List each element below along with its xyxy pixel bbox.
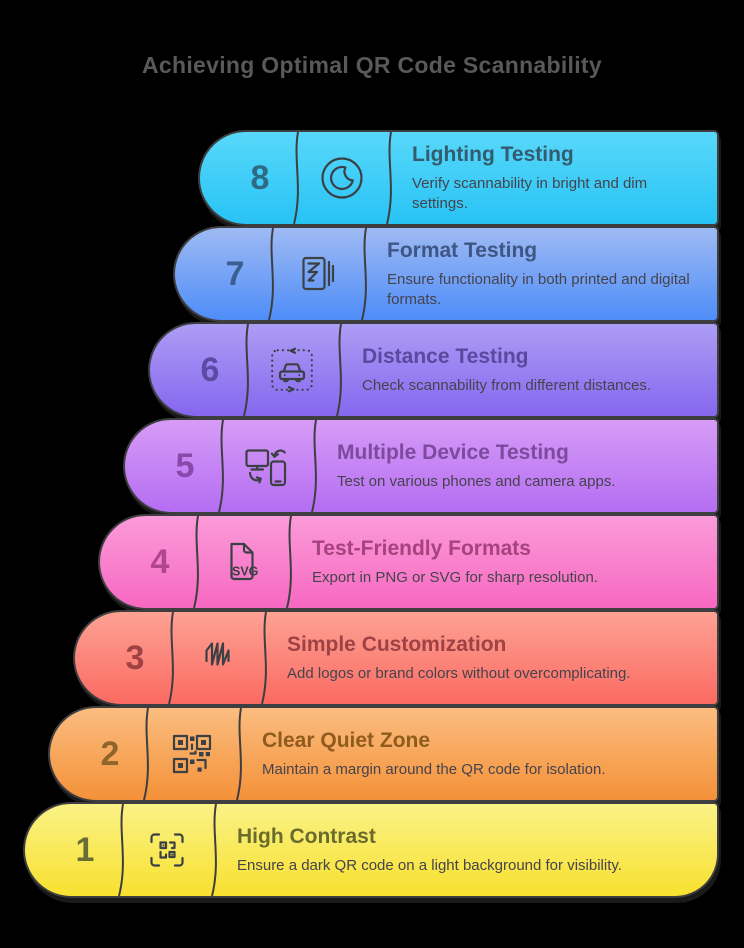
step-number: 2	[100, 734, 120, 773]
printed-digital-icon	[284, 228, 350, 320]
qr-code-icon	[159, 708, 225, 800]
step-bar: 5 Multiple Device Testing Test on variou…	[123, 418, 719, 514]
step-description: Add logos or brand colors without overco…	[287, 664, 631, 682]
step-text: Clear Quiet Zone Maintain a margin aroun…	[262, 708, 701, 800]
step-bar: 4 SVG Test-Friendly Formats Export in PN…	[98, 514, 719, 610]
step-bar: 2 Clear Quiet Zone Maintain a margin aro…	[48, 706, 719, 802]
step-number: 4	[150, 542, 170, 581]
step-row: 7 Format Testing Ensure functionality in…	[173, 226, 719, 322]
step-title: Test-Friendly Formats	[312, 536, 531, 560]
step-description: Ensure functionality in both printed and…	[387, 270, 690, 308]
svg-file-icon: SVG	[209, 516, 275, 608]
step-number: 5	[175, 446, 195, 485]
step-text: Simple Customization Add logos or brand …	[287, 612, 701, 704]
step-number: 8	[250, 158, 270, 197]
waveform-logo-icon	[184, 612, 250, 704]
step-title: Multiple Device Testing	[337, 440, 569, 464]
step-row: 1 High Contrast Ensure a dark QR code on…	[23, 802, 719, 898]
step-row: 8 Lighting Testing Verify scannability i…	[198, 130, 719, 226]
car-distance-icon	[259, 324, 325, 416]
step-number: 1	[75, 830, 95, 869]
step-description: Test on various phones and camera apps.	[337, 472, 616, 490]
step-row: 4 SVG Test-Friendly Formats Export in PN…	[98, 514, 719, 610]
step-bar: 6 Distance Testing Check scannability fr…	[148, 322, 719, 418]
step-row: 5 Multiple Device Testing Test on variou…	[123, 418, 719, 514]
page-title: Achieving Optimal QR Code Scannability	[142, 52, 602, 78]
step-text: Distance Testing Check scannability from…	[362, 324, 701, 416]
step-title: Lighting Testing	[412, 142, 574, 166]
step-bar: 7 Format Testing Ensure functionality in…	[173, 226, 719, 322]
step-text: High Contrast Ensure a dark QR code on a…	[237, 804, 701, 896]
step-description: Check scannability from different distan…	[362, 376, 652, 394]
step-bar: 8 Lighting Testing Verify scannability i…	[198, 130, 719, 226]
device-swap-icon	[234, 420, 300, 512]
step-title: Format Testing	[387, 238, 538, 262]
svg-text:SVG: SVG	[232, 565, 258, 579]
step-text: Lighting Testing Verify scannability in …	[412, 132, 701, 224]
step-title: High Contrast	[237, 824, 376, 848]
step-description: Maintain a margin around the QR code for…	[262, 760, 606, 778]
step-text: Test-Friendly Formats Export in PNG or S…	[312, 516, 701, 608]
step-row: 2 Clear Quiet Zone Maintain a margin aro…	[48, 706, 719, 802]
step-bar: 1 High Contrast Ensure a dark QR code on…	[23, 802, 719, 898]
step-row: 3 Simple Customization Add logos or bran…	[73, 610, 719, 706]
step-text: Format Testing Ensure functionality in b…	[387, 228, 701, 320]
brightness-moon-icon	[309, 132, 375, 224]
step-description: Verify scannability in bright and dim se…	[412, 174, 648, 212]
step-number: 6	[200, 350, 220, 389]
step-text: Multiple Device Testing Test on various …	[337, 420, 701, 512]
step-title: Clear Quiet Zone	[262, 728, 431, 752]
step-title: Distance Testing	[362, 344, 529, 368]
step-description: Export in PNG or SVG for sharp resolutio…	[312, 568, 598, 586]
step-number: 3	[125, 638, 145, 677]
step-description: Ensure a dark QR code on a light backgro…	[237, 856, 622, 874]
qr-scan-icon	[134, 804, 200, 896]
step-row: 6 Distance Testing Check scannability fr…	[148, 322, 719, 418]
step-bar: 3 Simple Customization Add logos or bran…	[73, 610, 719, 706]
step-title: Simple Customization	[287, 632, 507, 656]
step-number: 7	[225, 254, 245, 293]
